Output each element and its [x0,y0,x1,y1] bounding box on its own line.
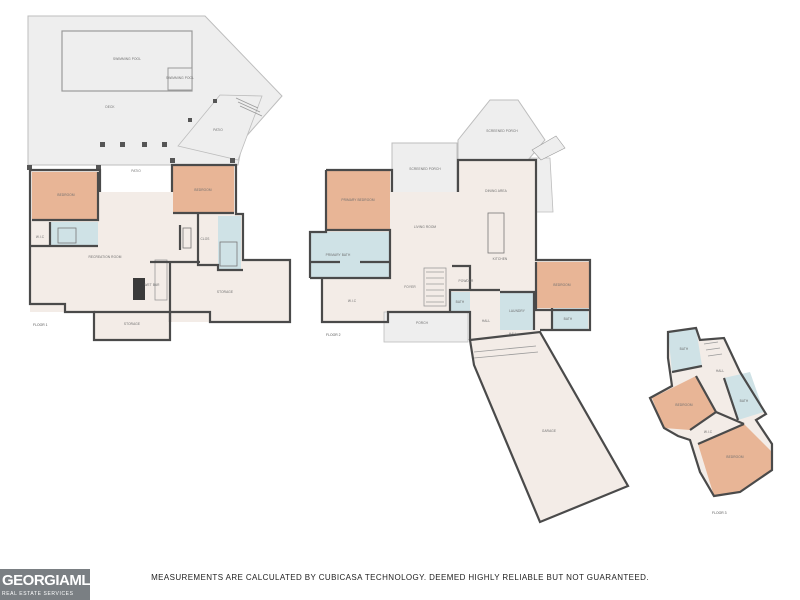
laundry [500,292,534,330]
room-label: HALL [482,319,491,323]
bedroom-upper-2 [698,424,772,496]
room-label: DINING AREA [485,189,507,193]
floor-label: FLOOR 3 [712,511,727,515]
bath-1 [50,222,98,246]
room-label: BATH [740,399,749,403]
room-label: WET BAR [144,283,160,287]
pool-equipment [167,67,193,91]
room-label: W.I.C [348,299,357,303]
garage [468,330,630,524]
bath-2 [218,216,241,270]
room-label: BEDROOM [553,283,570,287]
bath-main [552,308,588,330]
room-label: LAUNDRY [509,309,526,313]
room-label: BATH [456,300,465,304]
bedroom-main [536,262,590,308]
floor-label: FLOOR 2 [326,333,341,337]
floor-3 [648,326,774,498]
floor-1 [27,15,292,342]
room-label: SWIMMING POOL [166,76,194,80]
room-label: SCREENED PORCH [409,167,441,171]
screened-porch [391,142,458,194]
room-label: BEDROOM [675,403,692,407]
floor-plan-drawing: SWIMMING POOL SWIMMING POOL DECK PATIO P… [27,15,774,524]
room-label: BATH [680,347,689,351]
bedroom-2 [173,165,234,213]
room-label: STORAGE [217,290,233,294]
room-label: W.I.C [704,430,713,434]
porch-front [383,311,469,343]
primary-bath [310,232,390,278]
room-label: CLOS [200,237,209,241]
room-label: LIVING ROOM [414,225,437,229]
room-label: PATIO [131,169,141,173]
room-label: HALL [509,332,518,336]
room-label: STORAGE [124,322,140,326]
room-label: FOYER [404,285,416,289]
room-label: GARAGE [542,429,556,433]
floor-2 [308,99,630,524]
room-label: SWIMMING POOL [113,57,141,61]
kitchen-island [487,212,505,254]
room-label: DECK [105,105,115,109]
room-label: BEDROOM [726,455,743,459]
powder [450,292,470,312]
side-stairs [531,135,566,161]
stairs-main [423,267,447,307]
bath-upper-1 [668,328,702,372]
room-label: BEDROOM [194,188,211,192]
room-label: KITCHEN [493,257,508,261]
bedroom-upper-1 [652,376,716,430]
bedroom-1 [32,172,98,220]
room-label: PORCH [416,321,429,325]
logo-main-text: GEORGIAMLS [2,572,100,589]
stairs-1 [235,97,263,117]
room-label: PRIMARY BATH [326,253,351,257]
room-label: BEDROOM [57,193,74,197]
room-label: SCREENED PORCH [486,129,518,133]
primary-bedroom [326,170,390,230]
georgia-mls-logo: GEORGIAMLS REAL ESTATE SERVICES [0,569,100,600]
room-label: HALL [716,369,725,373]
angled-patio [177,94,263,161]
floor-label: FLOOR 1 [33,323,48,327]
wet-bar [154,259,168,301]
room-label: POWDER [459,279,475,283]
room-label: W.I.C [36,235,45,239]
room-label: RECREATION ROOM [89,255,122,259]
fireplace [133,278,145,300]
disclaimer-text: MEASUREMENTS ARE CALCULATED BY CUBICASA … [151,573,649,582]
room-label: BATH [564,317,573,321]
room-label: PATIO [213,128,223,132]
logo-sub-text: REAL ESTATE SERVICES [2,591,74,597]
room-label: PRIMARY BEDROOM [341,198,375,202]
